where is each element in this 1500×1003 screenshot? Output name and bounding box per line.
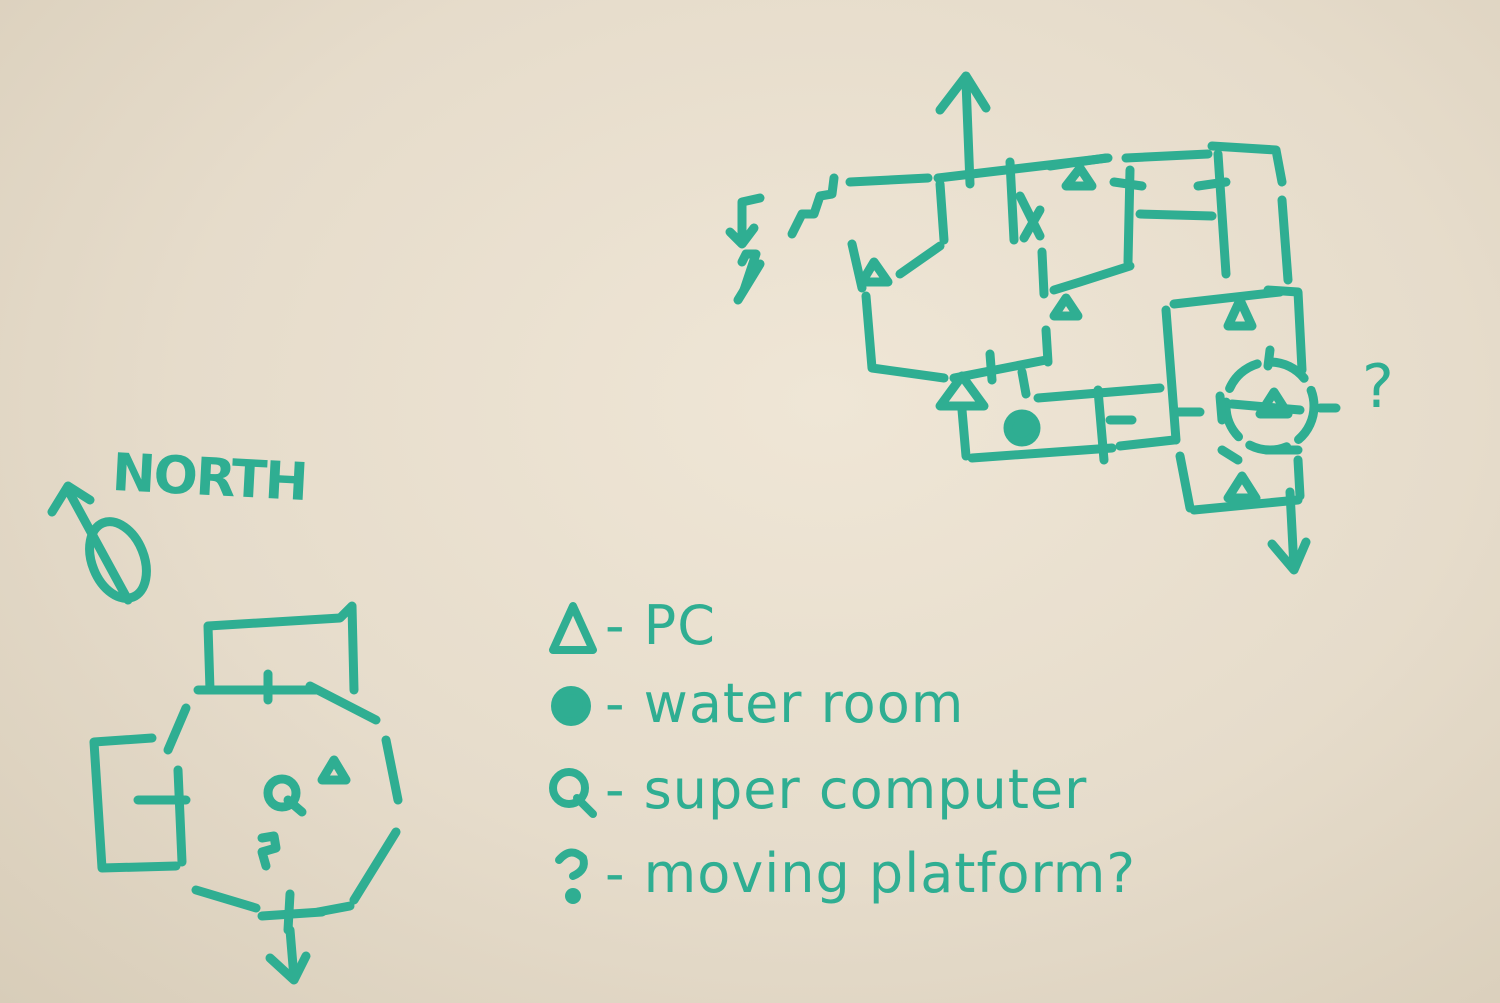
west-arrow bbox=[725, 193, 765, 249]
south-exit-arrow bbox=[1267, 487, 1311, 575]
q-icon bbox=[549, 768, 597, 818]
triangle-icon bbox=[1223, 471, 1261, 503]
top-corridor bbox=[845, 141, 1293, 285]
legend-item-super-computer: - super computer bbox=[545, 756, 1305, 836]
room-south bbox=[957, 305, 1181, 465]
triangle-icon bbox=[1255, 387, 1293, 419]
triangle-icon bbox=[1223, 295, 1257, 331]
north-label: NORTH bbox=[110, 442, 308, 514]
large-map bbox=[725, 71, 1341, 575]
room-centre bbox=[949, 149, 1231, 385]
legend: - PC - water room - super computer - mov… bbox=[545, 592, 1305, 972]
legend-item-moving-platform: - moving platform? bbox=[545, 840, 1305, 920]
question-icon bbox=[555, 848, 588, 904]
legend-item-label: - PC bbox=[605, 594, 716, 657]
dot-icon bbox=[1003, 409, 1041, 447]
north-arrow-icon bbox=[47, 481, 151, 605]
north-exit-arrow bbox=[935, 71, 991, 189]
north-room bbox=[193, 601, 359, 705]
triangle-icon bbox=[317, 755, 351, 785]
dot-icon bbox=[551, 686, 591, 726]
small-map-stairs-icon bbox=[257, 831, 281, 871]
triangle-icon bbox=[857, 257, 893, 287]
triangle-icon bbox=[1061, 163, 1097, 191]
stairs-icon bbox=[733, 173, 839, 305]
central-hall bbox=[163, 681, 403, 935]
small-map bbox=[89, 601, 403, 985]
room-west bbox=[847, 179, 949, 383]
legend-item-label: - super computer bbox=[605, 758, 1088, 821]
platform-question-label: ? bbox=[1362, 352, 1395, 422]
legend-item-label: - water room bbox=[605, 672, 965, 735]
west-room bbox=[89, 733, 191, 873]
triangle-icon bbox=[1049, 293, 1083, 321]
triangle-icon bbox=[549, 602, 597, 654]
legend-item-label: - moving platform? bbox=[605, 842, 1137, 905]
small-map-exit-arrow bbox=[265, 925, 311, 985]
legend-item-water-room: - water room bbox=[545, 670, 1305, 750]
legend-item-pc: - PC bbox=[545, 592, 1305, 672]
q-icon bbox=[263, 774, 307, 817]
triangle-icon bbox=[935, 371, 989, 411]
